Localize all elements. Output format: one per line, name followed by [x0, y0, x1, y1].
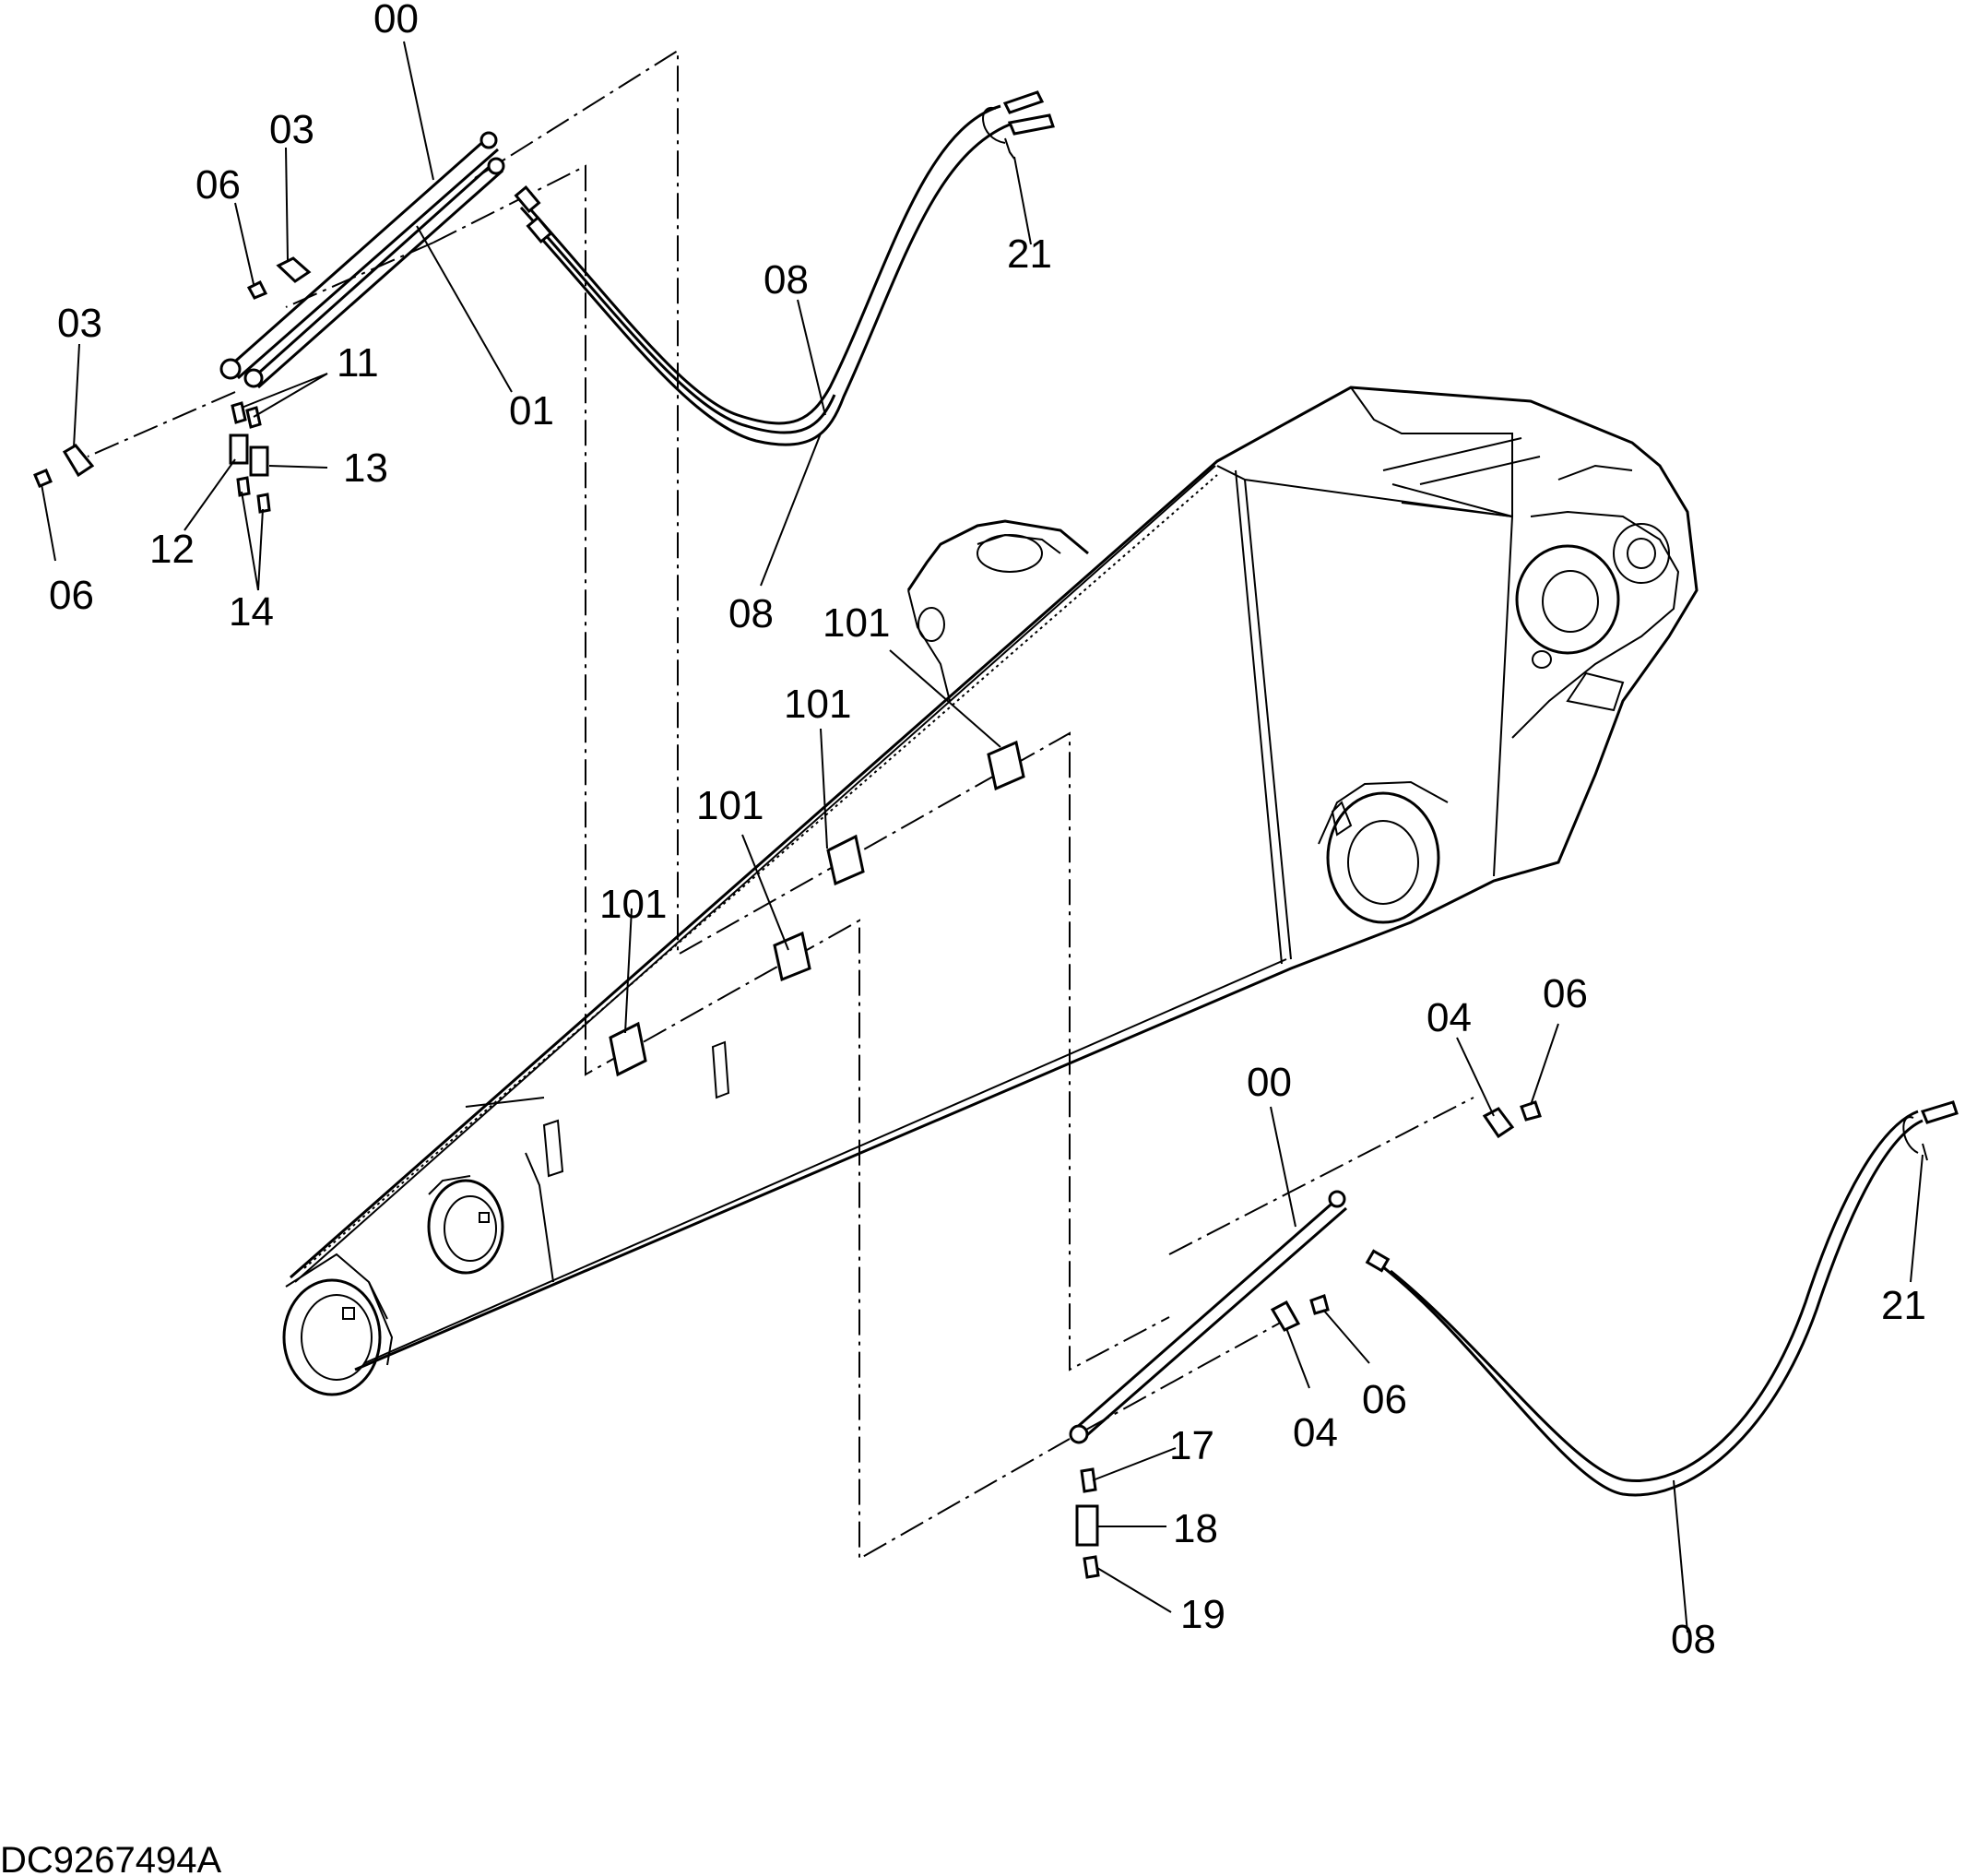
wear-pads	[609, 740, 1025, 1077]
fitting-12	[229, 433, 249, 465]
fitting-13	[249, 445, 269, 477]
fitting-17	[1080, 1467, 1097, 1493]
label-pad-101b: 101	[696, 783, 764, 828]
leader-lines	[41, 41, 1924, 1633]
label-upper-06b: 06	[49, 573, 94, 618]
label-lower-00: 00	[1247, 1060, 1292, 1105]
label-pad-101a: 101	[599, 882, 667, 927]
label-upper-13: 13	[343, 445, 388, 491]
wear-pad-4	[987, 740, 1025, 791]
label-upper-14: 14	[229, 589, 274, 635]
lower-pipe-assembly	[1069, 1100, 1959, 1579]
label-upper-06a: 06	[195, 162, 241, 208]
clamp-04-lower	[1270, 1300, 1301, 1332]
fitting-18	[1075, 1504, 1099, 1547]
drawing-code: DC9267494A	[0, 1840, 221, 1876]
label-lower-06a: 06	[1543, 971, 1588, 1016]
wear-pad-1	[609, 1021, 647, 1077]
label-upper-00: 00	[373, 0, 419, 42]
bolt-06-lower	[33, 469, 53, 488]
label-lower-06b: 06	[1362, 1377, 1407, 1422]
label-upper-08a: 08	[764, 257, 809, 303]
label-upper-01: 01	[509, 388, 554, 433]
label-lower-04a: 04	[1427, 995, 1472, 1040]
label-upper-11: 11	[337, 340, 379, 386]
label-upper-12: 12	[149, 527, 195, 572]
label-upper-03b: 03	[57, 301, 102, 346]
label-lower-04b: 04	[1293, 1410, 1338, 1455]
label-lower-17: 17	[1169, 1423, 1214, 1468]
bolt-06-upper	[246, 279, 268, 300]
wear-pad-2	[826, 834, 865, 886]
clamp-04-upper	[1482, 1107, 1515, 1139]
upper-pipe-assembly	[33, 90, 1055, 514]
fitting-19	[1083, 1555, 1100, 1579]
label-lower-19: 19	[1180, 1592, 1225, 1637]
label-upper-21: 21	[1007, 232, 1052, 277]
label-pad-101c: 101	[784, 682, 851, 727]
clamp-03-lower	[62, 444, 95, 478]
bolt-06-lower-b	[1309, 1294, 1330, 1315]
clamp-03-upper	[276, 256, 312, 283]
label-upper-03a: 03	[269, 107, 314, 152]
label-upper-08b: 08	[728, 591, 774, 636]
wear-pad-3	[773, 931, 811, 982]
label-lower-18: 18	[1173, 1506, 1218, 1551]
label-pad-101d: 101	[823, 600, 890, 646]
part-labels: 00 03 06 03 11 01 13 12 06 14 08 08 21 1…	[49, 0, 1926, 1662]
label-lower-21: 21	[1881, 1283, 1926, 1328]
label-lower-08: 08	[1671, 1617, 1716, 1662]
boom	[282, 386, 1699, 1396]
